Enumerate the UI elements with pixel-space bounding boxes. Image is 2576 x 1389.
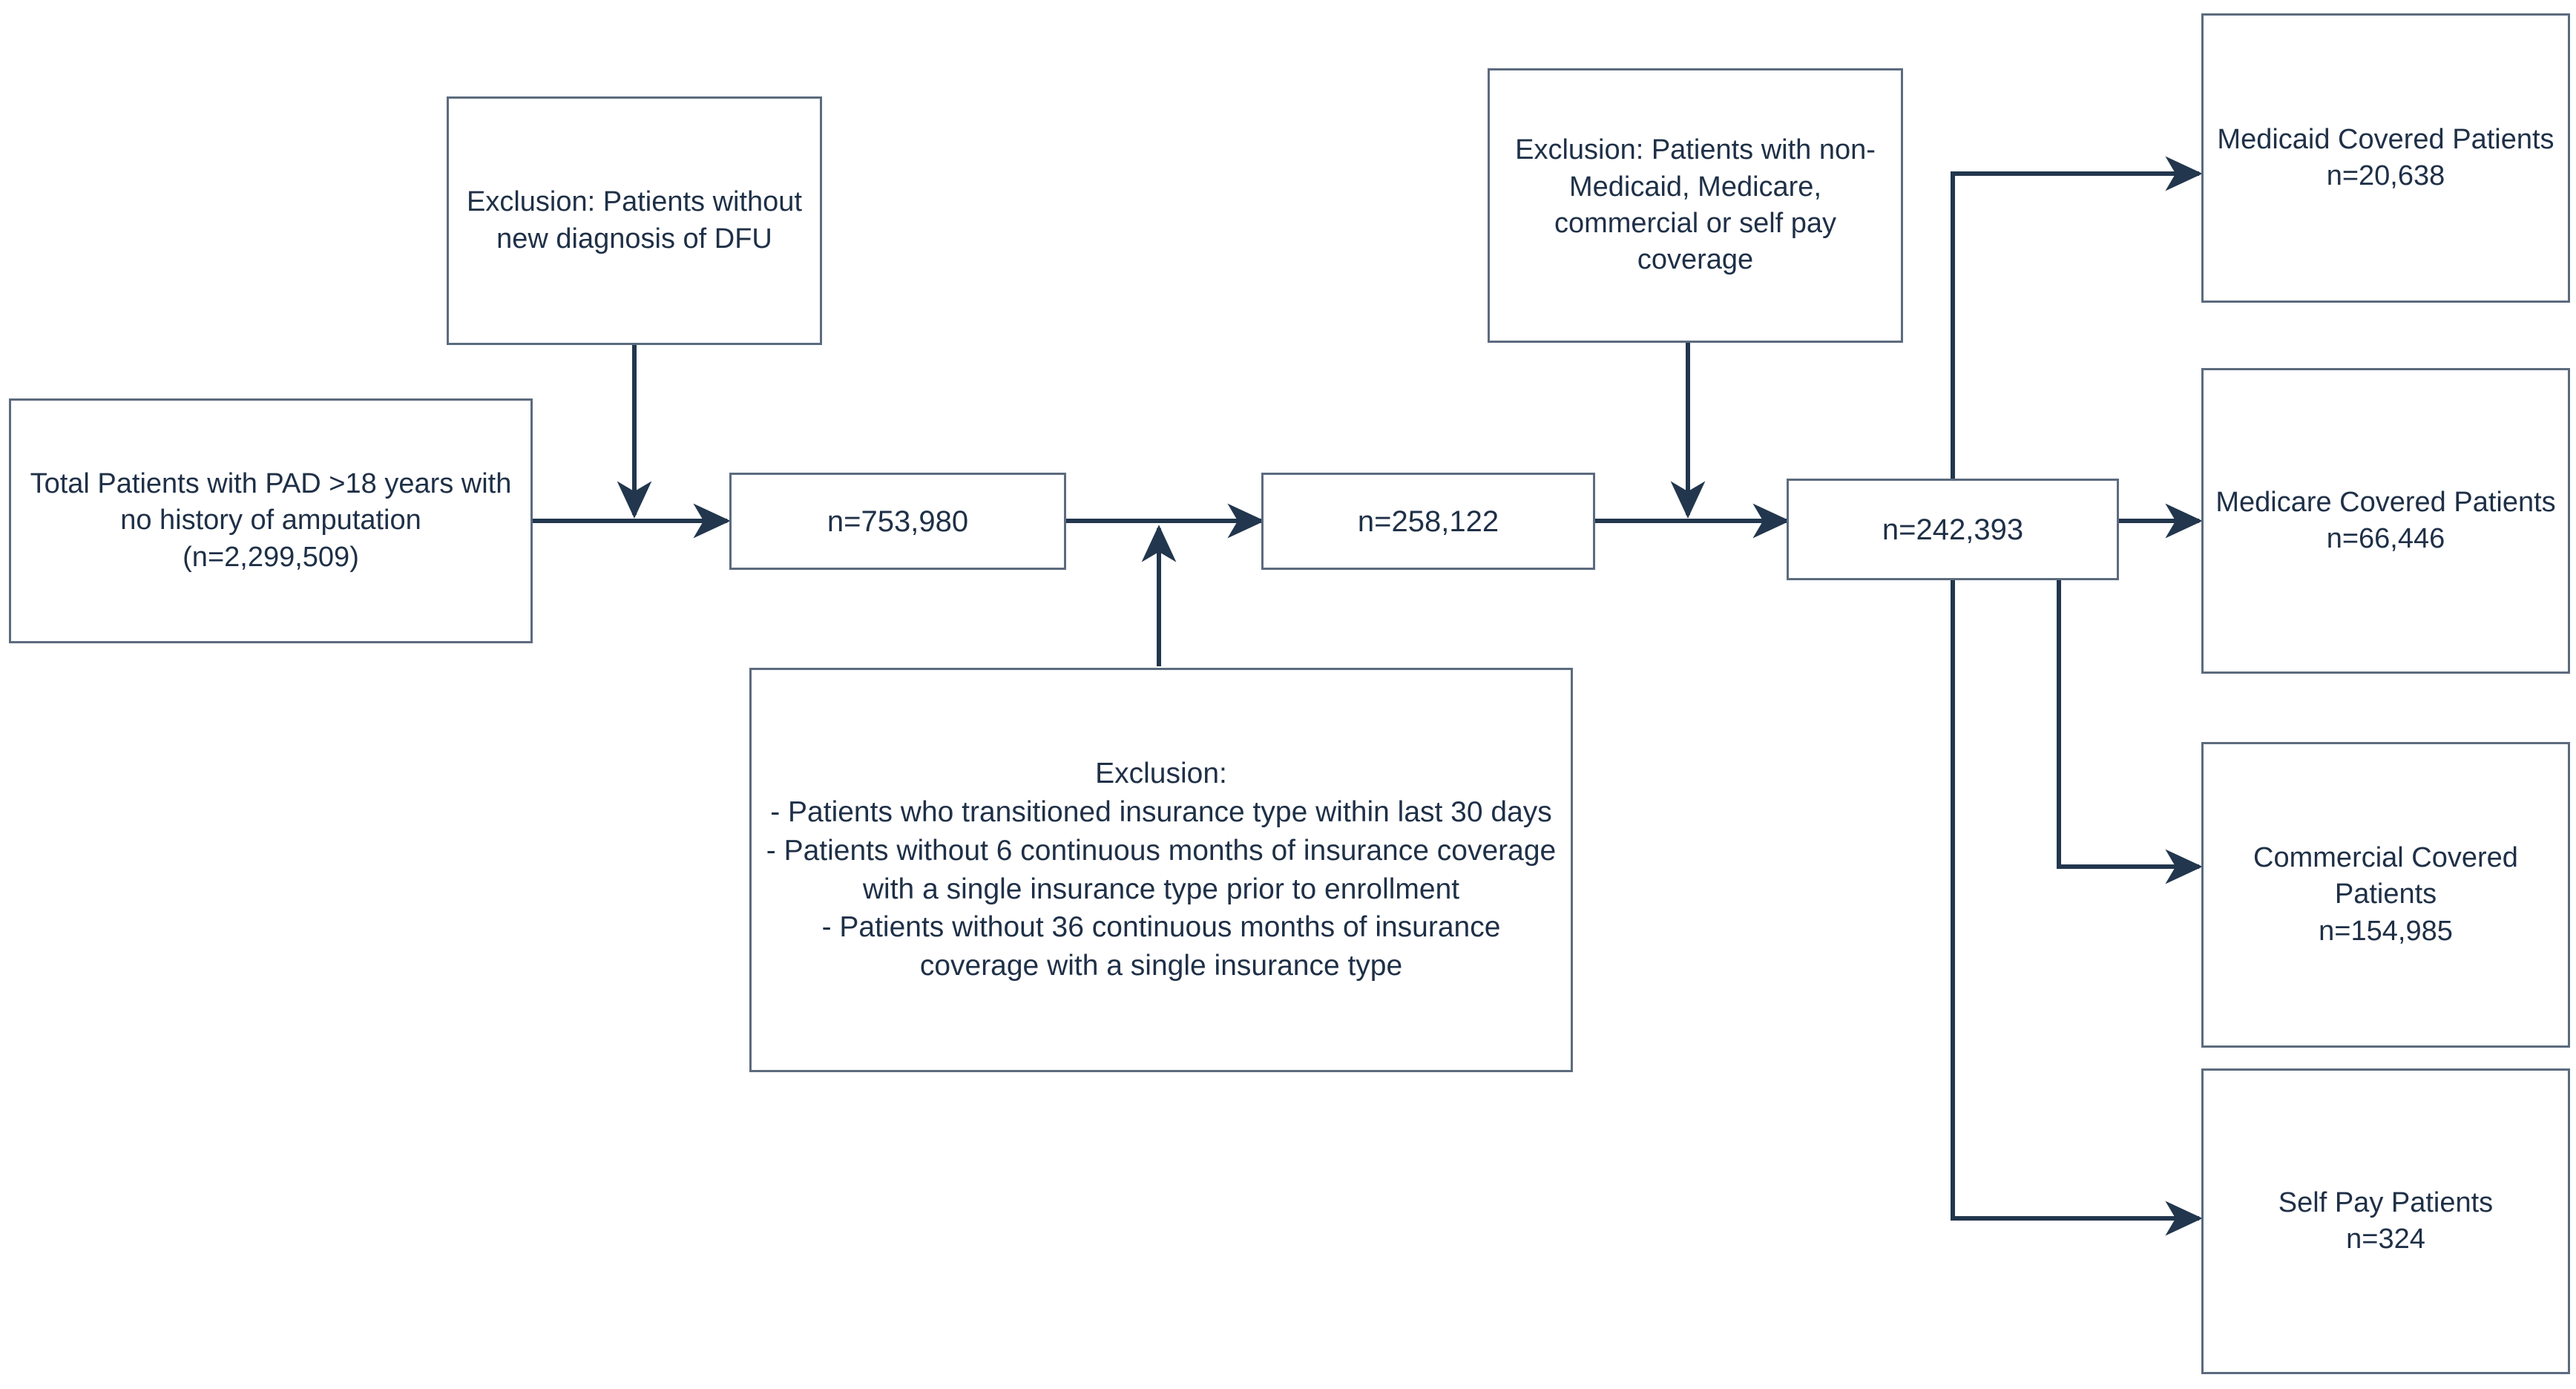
node-exclusion-insurance-label: Exclusion: - Patients who transitioned i… bbox=[766, 757, 1557, 982]
node-exclusion-coverage-label: Exclusion: Patients with non-Medicaid, M… bbox=[1515, 134, 1876, 276]
node-exclusion-dfu[interactable]: Exclusion: Patients without new diagnosi… bbox=[447, 96, 822, 345]
node-cohort-2[interactable]: n=258,122 bbox=[1261, 473, 1595, 570]
node-total-patients-label: Total Patients with PAD >18 years with n… bbox=[30, 467, 512, 573]
edge-cohort3-to-commercial bbox=[2057, 580, 2203, 884]
node-medicare-covered-label: Medicare Covered Patients n=66,446 bbox=[2215, 486, 2556, 554]
node-medicaid-covered-label: Medicaid Covered Patients n=20,638 bbox=[2217, 123, 2554, 191]
node-cohort-3-label: n=242,393 bbox=[1882, 513, 2024, 546]
node-cohort-1[interactable]: n=753,980 bbox=[729, 473, 1066, 570]
node-cohort-3[interactable]: n=242,393 bbox=[1787, 479, 2119, 580]
edge-cohort3-to-selfpay bbox=[1951, 580, 2203, 1236]
node-commercial-covered[interactable]: Commercial Covered Patients n=154,985 bbox=[2201, 742, 2570, 1048]
edge-cohort3-to-medicaid bbox=[1951, 156, 2203, 481]
node-total-patients[interactable]: Total Patients with PAD >18 years with n… bbox=[9, 398, 533, 643]
node-self-pay[interactable]: Self Pay Patients n=324 bbox=[2201, 1068, 2570, 1374]
node-exclusion-insurance[interactable]: Exclusion: - Patients who transitioned i… bbox=[749, 668, 1573, 1072]
node-medicaid-covered[interactable]: Medicaid Covered Patients n=20,638 bbox=[2201, 13, 2570, 303]
node-exclusion-dfu-label: Exclusion: Patients without new diagnosi… bbox=[466, 186, 802, 255]
node-self-pay-label: Self Pay Patients n=324 bbox=[2278, 1186, 2494, 1255]
node-exclusion-coverage[interactable]: Exclusion: Patients with non-Medicaid, M… bbox=[1488, 68, 1903, 343]
node-commercial-covered-label: Commercial Covered Patients n=154,985 bbox=[2253, 841, 2518, 947]
node-cohort-2-label: n=258,122 bbox=[1357, 505, 1499, 538]
node-cohort-1-label: n=753,980 bbox=[827, 505, 969, 538]
node-medicare-covered[interactable]: Medicare Covered Patients n=66,446 bbox=[2201, 368, 2570, 674]
